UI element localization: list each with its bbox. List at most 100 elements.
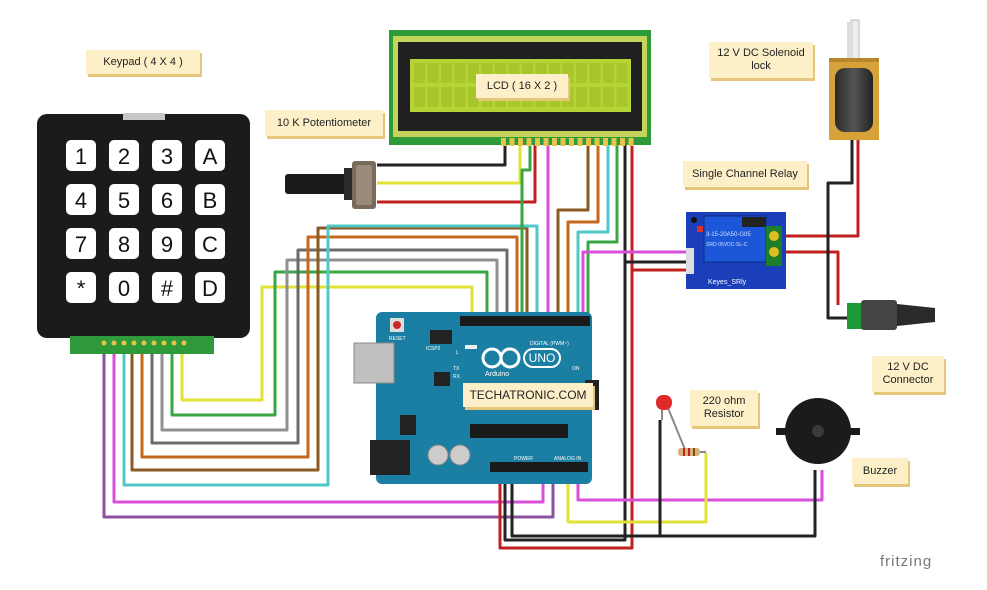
wire-lcd-black-gnd <box>503 145 627 542</box>
lcd-cell <box>616 87 628 107</box>
wire-buzzer-black <box>510 470 817 538</box>
keypad-key-label: 2 <box>118 144 130 169</box>
lcd-cell <box>454 63 466 83</box>
lcd-pin <box>569 138 574 146</box>
label-board-text: TECHATRONIC.COM <box>463 383 593 407</box>
wire-keypad-4 <box>150 248 509 445</box>
wire-lcd-green2 <box>586 145 619 325</box>
label-resistor: 220 ohm Resistor <box>690 390 758 426</box>
lcd-pin <box>594 138 600 146</box>
keypad-pin <box>101 340 107 346</box>
keypad-pin <box>161 340 167 346</box>
lcd-pin <box>501 138 506 146</box>
tx-label: TX <box>453 366 460 372</box>
wire-keypad-7 <box>122 224 539 487</box>
wire-sol-black <box>826 140 855 320</box>
wire-buzzer-magenta <box>576 470 824 502</box>
wire-keypad-1 <box>180 285 474 402</box>
keypad-pin <box>171 340 177 346</box>
led-resistor <box>656 395 706 456</box>
lcd-pin <box>620 138 625 146</box>
keypad-pin <box>121 340 127 346</box>
label-buzzer: Buzzer <box>852 458 908 484</box>
wire-lcd-pot-yellow <box>377 145 522 185</box>
analog-label: ANALOG IN <box>554 456 582 462</box>
keypad-key-label: 9 <box>161 232 173 257</box>
wire-relay-sol-red <box>775 140 860 238</box>
keypad-key <box>152 228 182 259</box>
reset-label: RESET <box>389 336 406 342</box>
arduino-uno-text: UNO <box>529 351 556 365</box>
keypad-pin <box>111 340 117 346</box>
wire-lcd-teal <box>576 145 610 325</box>
lcd-cell <box>495 63 506 83</box>
keypad-key <box>195 272 225 303</box>
fritzing-watermark: fritzing <box>880 553 933 570</box>
keypad-key-label: 8 <box>118 232 130 257</box>
keypad-key <box>152 140 182 171</box>
lcd-cell <box>589 63 601 83</box>
keypad-key <box>66 184 96 215</box>
keypad-pin <box>151 340 157 346</box>
wires <box>102 140 860 550</box>
relay-brand-text: Keyes_SRly <box>708 279 747 286</box>
lcd-cell <box>454 87 466 107</box>
label-lcd: LCD ( 16 X 2 ) <box>476 74 568 98</box>
wire-keypad-9 <box>102 345 555 519</box>
keypad-key-label: 7 <box>75 232 87 257</box>
lcd-cell <box>468 63 479 83</box>
lcd-pin <box>628 138 634 146</box>
keypad-key-label: 3 <box>161 144 173 169</box>
lcd-cell <box>468 87 479 107</box>
lcd-cell <box>508 63 520 83</box>
keypad-key <box>109 272 139 303</box>
keypad-key <box>109 228 139 259</box>
lcd-pin <box>603 138 608 146</box>
lcd-pin <box>535 138 540 146</box>
keypad-key-label: 4 <box>75 188 87 213</box>
lcd-pin <box>560 138 566 146</box>
keypad-key <box>66 140 96 171</box>
keypad-key <box>195 228 225 259</box>
lcd-cell <box>603 87 614 107</box>
relay-spec-text: 3-15-20A50-G05 <box>706 232 751 238</box>
label-keypad: Keypad ( 4 X 4 ) <box>86 50 200 74</box>
wire-lcd-orange <box>566 145 600 325</box>
wire-lcd-red-vcc <box>498 145 634 550</box>
l-label: L <box>456 350 459 356</box>
lcd-pin <box>611 138 617 146</box>
wire-keypad-8 <box>112 345 545 504</box>
lcd-display <box>389 30 651 146</box>
keypad-key <box>66 228 96 259</box>
keypad-key-label: 0 <box>118 276 130 301</box>
lcd-cell <box>616 63 628 83</box>
svg-text:SRD-05VDC-SL-C: SRD-05VDC-SL-C <box>706 242 748 248</box>
keypad-key-label: 1 <box>75 144 87 169</box>
keypad-key <box>195 140 225 171</box>
keypad-key-label: B <box>203 188 218 213</box>
lcd-pin <box>518 138 523 146</box>
wire-led-yellow <box>566 453 708 524</box>
wire-lcd-pot-red <box>377 145 537 204</box>
lcd-cell <box>441 87 452 107</box>
wire-relay-conn-red <box>775 250 840 305</box>
keypad-key-label: D <box>202 276 218 301</box>
lcd-pin <box>552 138 557 146</box>
digital-label: DIGITAL (PWM~) <box>530 341 569 347</box>
lcd-cell <box>576 63 587 83</box>
lcd-cell <box>427 87 439 107</box>
lcd-cell <box>414 63 425 83</box>
solenoid-lock <box>829 19 879 140</box>
arduino-brand-text: Arduino <box>485 371 509 378</box>
keypad-key <box>109 184 139 215</box>
lcd-cell <box>576 87 587 107</box>
keypad-key-label: A <box>203 144 218 169</box>
potentiometer <box>285 161 376 209</box>
label-potentiometer: 10 K Potentiometer <box>265 110 383 136</box>
lcd-pin <box>509 138 515 146</box>
keypad-key-label: 5 <box>118 188 130 213</box>
keypad-key-label: C <box>202 232 218 257</box>
buzzer <box>776 398 860 464</box>
